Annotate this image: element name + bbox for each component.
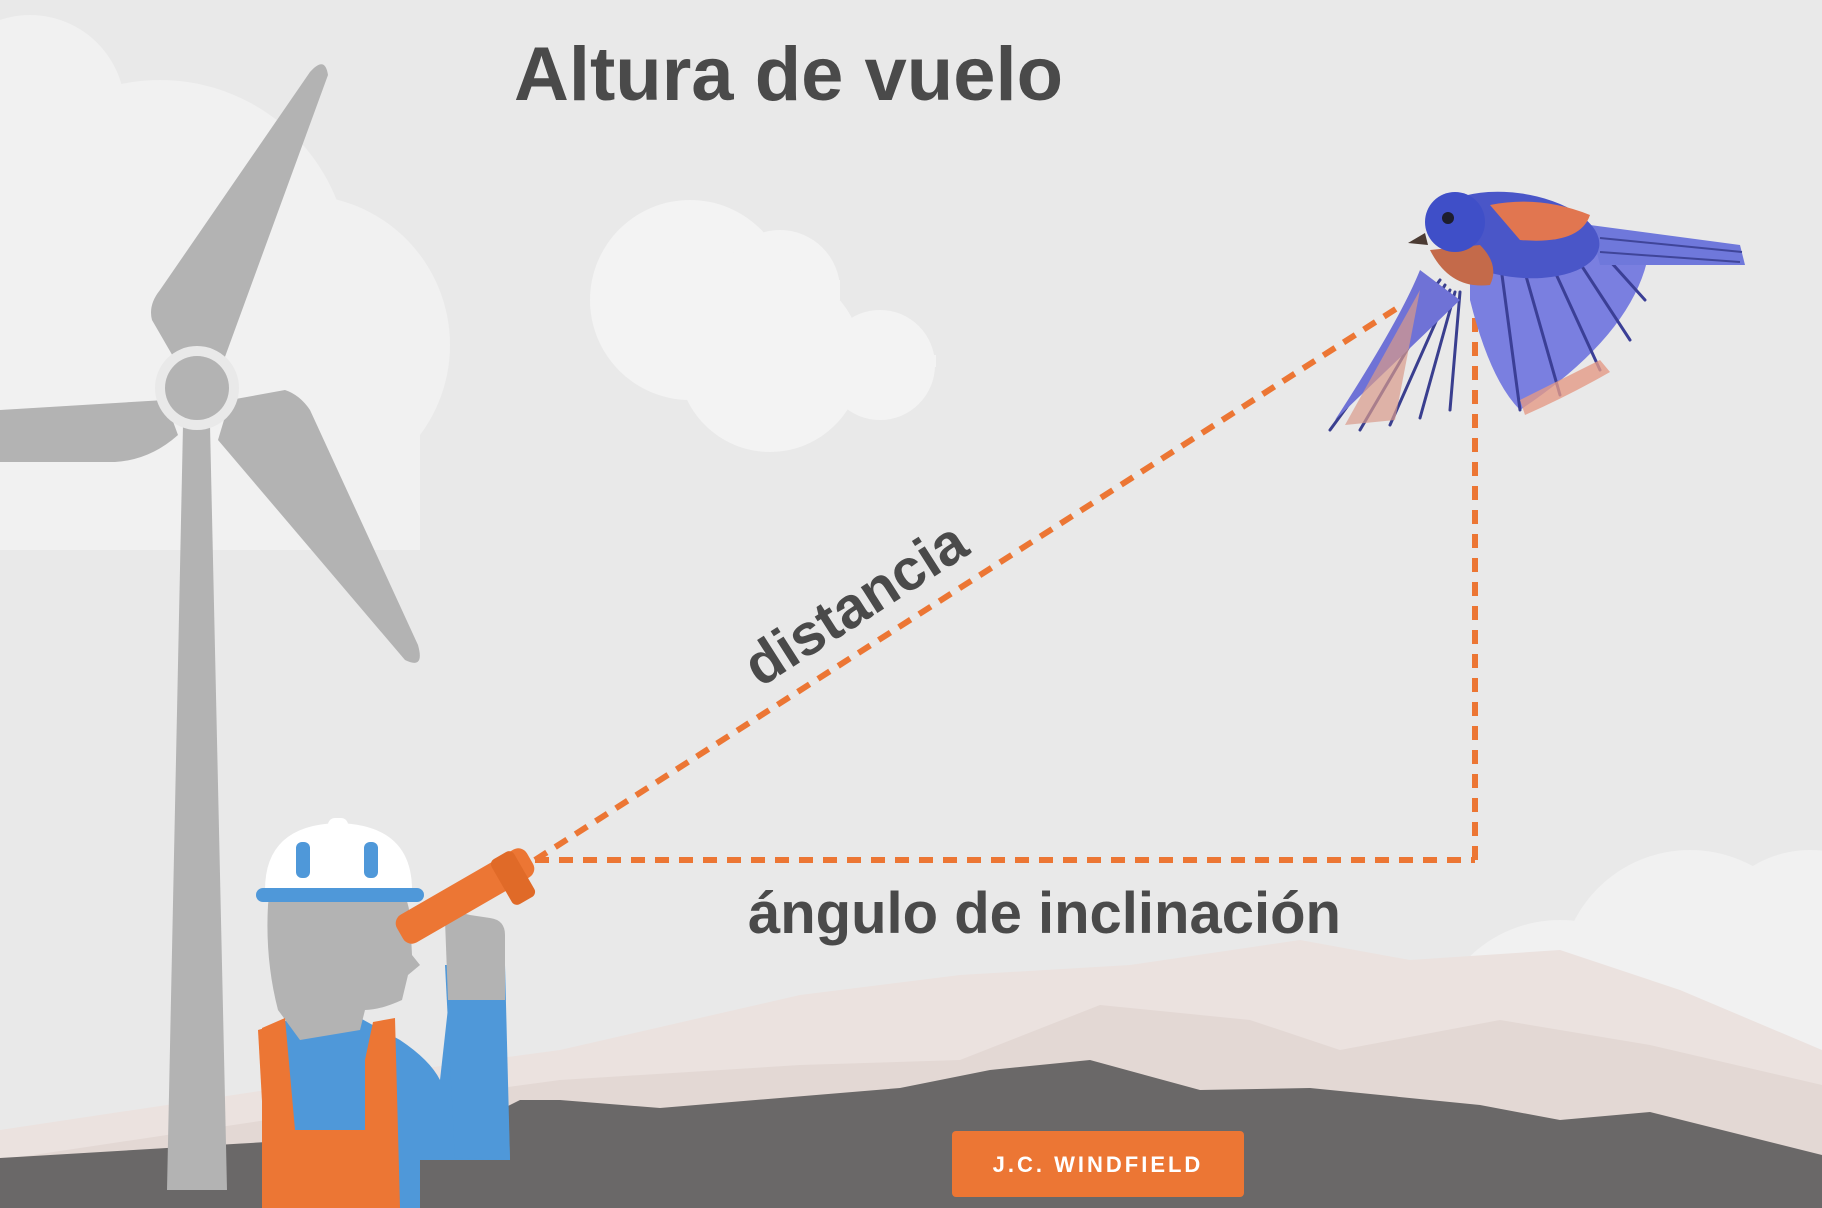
hard-hat-icon: [256, 818, 424, 902]
wind-turbine-icon: [0, 64, 420, 1190]
cloud-icon: [590, 200, 936, 452]
bird-icon: [1328, 191, 1745, 432]
diagram-title: Altura de vuelo: [514, 32, 1063, 117]
measurement-lines: [533, 275, 1478, 863]
angle-label: ángulo de inclinación: [748, 881, 1341, 946]
binoculars-icon: [395, 848, 536, 944]
author-badge: J.C. WINDFIELD: [952, 1131, 1244, 1197]
overalls: [262, 1018, 400, 1208]
author-badge-text: J.C. WINDFIELD: [993, 1152, 1204, 1177]
distance-line: [533, 302, 1404, 863]
worker-icon: [256, 818, 536, 1208]
